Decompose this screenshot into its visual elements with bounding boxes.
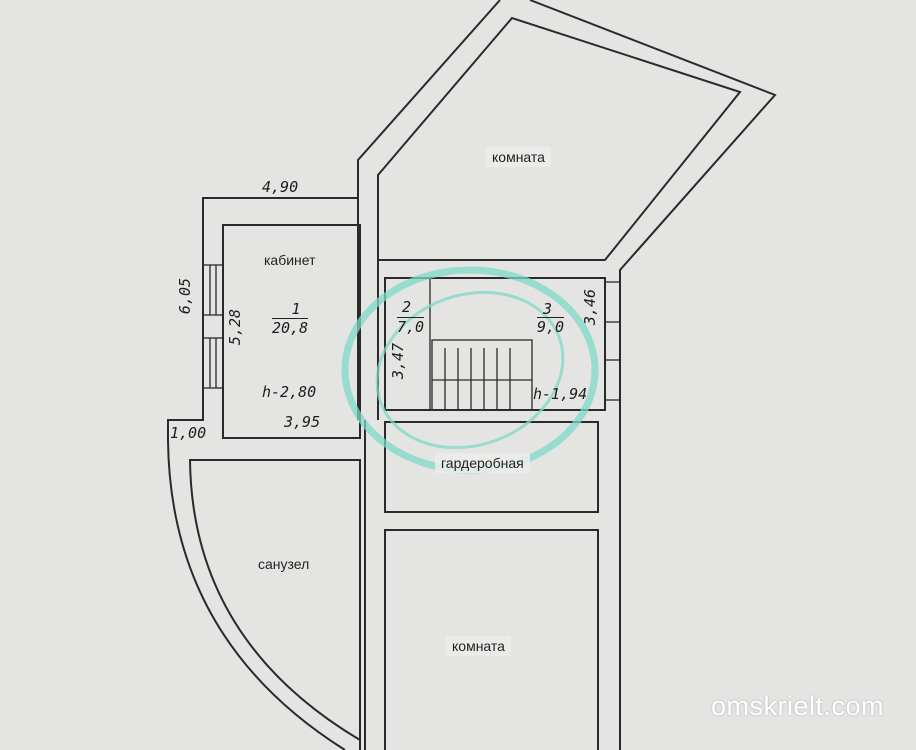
room-label-sanuzel: санузел [258,556,310,572]
room-kabinet-outline [222,224,361,439]
wall-komnata-top-inner [377,16,742,420]
room-label-garderob: гардеробная [435,453,530,473]
window-right [604,281,621,401]
room-number-3: 3 [543,300,553,318]
room-number-1: 1 [291,300,301,318]
dim-stair-height: 3,47 [389,342,408,380]
room-label-kabinet: кабинет [264,252,316,268]
dim-ledge: 1,00 [170,424,207,442]
room-label-komnata-top: комната [486,147,551,167]
room-sanuzel-outline [188,459,361,750]
dim-height-1: h-2,80 [262,383,317,401]
room-area-2: 7,0 [397,317,425,336]
watermark-text: omskrielt.com [710,691,884,721]
dim-room3-height: 3,46 [581,288,600,326]
room-area-1: 20,8 [272,318,309,337]
room-komnata-bottom-outline [384,529,599,750]
room-label-komnata-bottom: комната [446,636,511,656]
stairs [431,339,533,411]
dim-top-width: 4,90 [262,178,299,196]
wall-sanuzel [167,439,346,750]
window-left [202,264,224,389]
wall-komnata-top-outer [357,0,777,420]
stamp-watermark [341,266,599,474]
room-area-3: 9,0 [537,317,565,336]
dim-height-3: h-1,94 [533,385,588,403]
room-number-2: 2 [402,298,412,316]
wall-kabinet [167,197,358,440]
dim-outer-height: 6,05 [176,277,195,315]
room-garderob-outline [384,421,599,513]
dim-width-1: 3,95 [284,413,321,431]
dim-inner-height: 5,28 [226,308,245,346]
